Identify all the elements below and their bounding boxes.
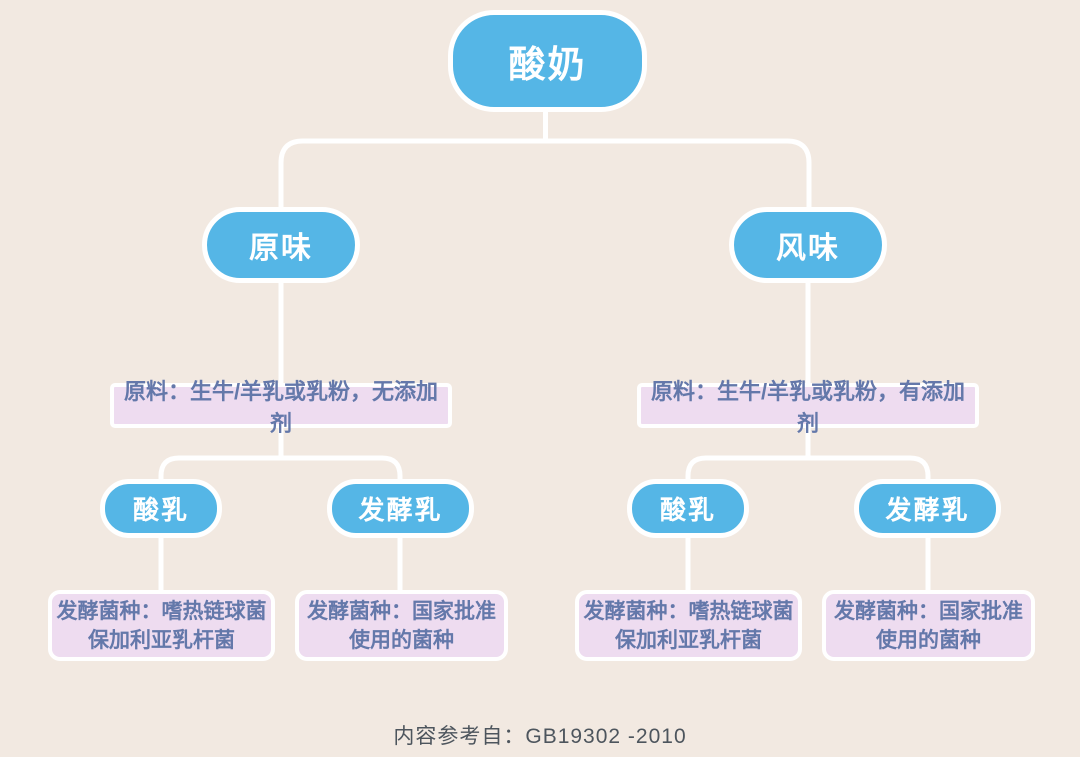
reference-footer: 内容参考自：GB19302 -2010: [393, 725, 687, 748]
ingredient-note-text: 原料：生牛/羊乳或乳粉，有添加剂: [650, 378, 966, 436]
sub-node-label: 酸乳: [132, 495, 189, 525]
culture-note-original-fermented-milk: 发酵菌种：国家批准 使用的菌种: [295, 590, 508, 661]
culture-note-line: 发酵菌种：国家批准: [834, 599, 1023, 623]
culture-note-original-sour-milk: 发酵菌种：嗜热链球菌 保加利亚乳杆菌: [48, 590, 275, 661]
branch-node-flavored: 风味: [729, 207, 887, 283]
branch-node-label: 风味: [776, 232, 840, 265]
sub-node-label: 发酵乳: [885, 495, 970, 525]
ingredient-note-flavored: 原料：生牛/羊乳或乳粉，有添加剂: [637, 379, 979, 436]
root-node-yogurt: 酸奶: [448, 10, 647, 112]
ingredient-note-text: 原料：生牛/羊乳或乳粉，无添加剂: [123, 378, 439, 436]
culture-note-line: 保加利亚乳杆菌: [88, 628, 235, 652]
sub-node-label: 酸乳: [659, 495, 716, 525]
branch-node-original: 原味: [202, 207, 360, 283]
root-node-label: 酸奶: [508, 44, 587, 85]
sub-node-original-fermented-milk: 发酵乳: [327, 479, 474, 538]
sub-node-flavored-sour-milk: 酸乳: [627, 479, 749, 538]
sub-node-label: 发酵乳: [358, 495, 443, 525]
culture-note-flavored-fermented-milk: 发酵菌种：国家批准 使用的菌种: [822, 590, 1035, 661]
sub-node-flavored-fermented-milk: 发酵乳: [854, 479, 1001, 538]
sub-node-original-sour-milk: 酸乳: [100, 479, 222, 538]
culture-note-line: 使用的菌种: [876, 628, 981, 652]
culture-note-line: 使用的菌种: [349, 628, 454, 652]
ingredient-note-original: 原料：生牛/羊乳或乳粉，无添加剂: [110, 379, 452, 436]
culture-note-flavored-sour-milk: 发酵菌种：嗜热链球菌 保加利亚乳杆菌: [575, 590, 802, 661]
culture-note-line: 发酵菌种：嗜热链球菌: [583, 599, 794, 623]
branch-node-label: 原味: [249, 232, 313, 265]
culture-note-line: 发酵菌种：嗜热链球菌: [56, 599, 267, 623]
culture-note-line: 发酵菌种：国家批准: [307, 599, 496, 623]
culture-note-line: 保加利亚乳杆菌: [615, 628, 762, 652]
